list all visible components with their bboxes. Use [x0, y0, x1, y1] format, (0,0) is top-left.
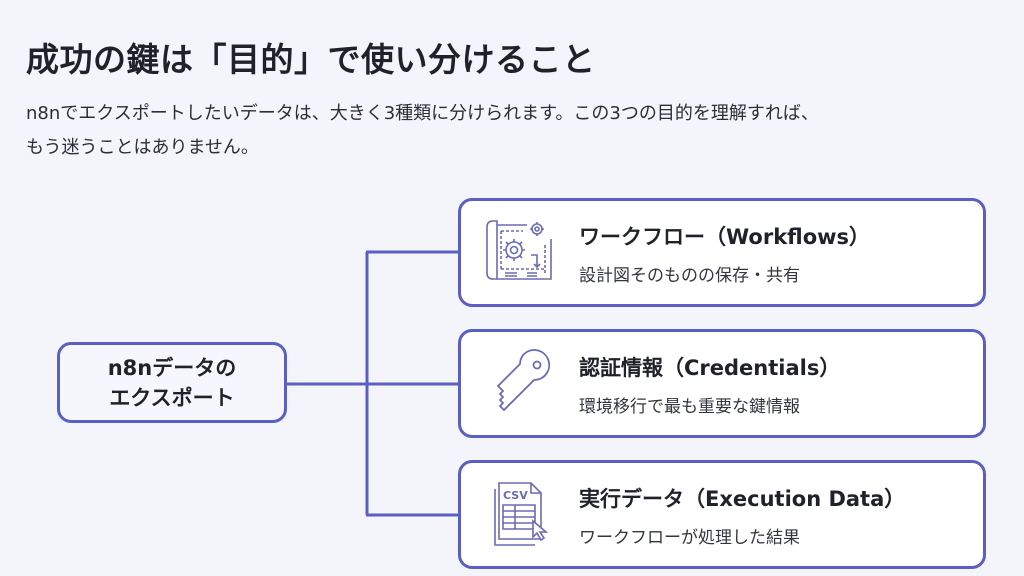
card-subtitle: ワークフローが処理した結果 — [579, 528, 800, 548]
root-node: n8nデータの エクスポート — [57, 342, 287, 423]
csv-file-icon: CSV — [494, 482, 549, 546]
lead-text: n8nでエクスポートしたいデータは、大きく3種類に分けられます。この3つの目的を… — [26, 97, 1006, 165]
key-icon — [497, 349, 551, 411]
card-subtitle: 環境移行で最も重要な鍵情報 — [579, 397, 800, 417]
lead-line-2: もう迷うことはありません。 — [26, 137, 259, 158]
root-line-1: n8nデータの — [107, 355, 237, 380]
card-title: 認証情報（Credentials） — [579, 356, 841, 380]
page-title: 成功の鍵は「目的」で使い分けること — [26, 40, 596, 79]
card-title: 実行データ（Execution Data） — [579, 487, 906, 511]
card-credentials: 認証情報（Credentials） 環境移行で最も重要な鍵情報 — [458, 329, 986, 438]
card-title: ワークフロー（Workflows） — [579, 225, 871, 249]
lead-line-1: n8nでエクスポートしたいデータは、大きく3種類に分けられます。この3つの目的を… — [26, 103, 819, 124]
card-execution-data: CSV 実行データ（Execution Data） ワークフローが処理した結果 — [458, 460, 986, 569]
card-workflows: ワークフロー（Workflows） 設計図そのものの保存・共有 — [458, 198, 986, 307]
svg-text:CSV: CSV — [503, 489, 528, 502]
root-line-2: エクスポート — [109, 385, 235, 410]
blueprint-gear-icon — [486, 220, 552, 280]
card-subtitle: 設計図そのものの保存・共有 — [579, 266, 800, 286]
